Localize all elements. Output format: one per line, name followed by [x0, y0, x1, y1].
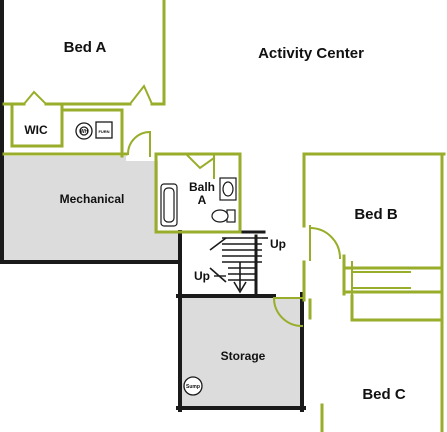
- sump-label: Sump: [186, 384, 200, 390]
- furnace-label: FURN: [98, 129, 109, 134]
- room-label-bed-b: Bed B: [354, 206, 398, 223]
- room-label-bath-a-line2: A: [198, 193, 207, 207]
- room-label-bath-a-line1: Balh: [189, 180, 215, 194]
- sump-pit-icon: [183, 376, 203, 396]
- bathtub-icon: [160, 183, 178, 227]
- room-label-wic: WIC: [24, 123, 48, 137]
- stairs-up-label-right: Up: [270, 237, 286, 251]
- stairs-up-label-left: Up: [194, 269, 210, 283]
- room-label-bed-c: Bed C: [362, 386, 406, 403]
- furnace-icon: [95, 121, 113, 139]
- water-heater-label: WH: [80, 129, 89, 135]
- mechanical-room-fill: [4, 156, 178, 260]
- sink-icon: [219, 177, 237, 201]
- room-label-storage: Storage: [221, 349, 266, 363]
- room-label-activity-center: Activity Center: [258, 45, 364, 62]
- room-label-mechanical: Mechanical: [60, 192, 125, 206]
- room-label-bed-a: Bed A: [64, 39, 107, 56]
- stairs: [209, 237, 268, 294]
- water-heater-icon: [75, 122, 93, 140]
- toilet-icon: [211, 209, 236, 223]
